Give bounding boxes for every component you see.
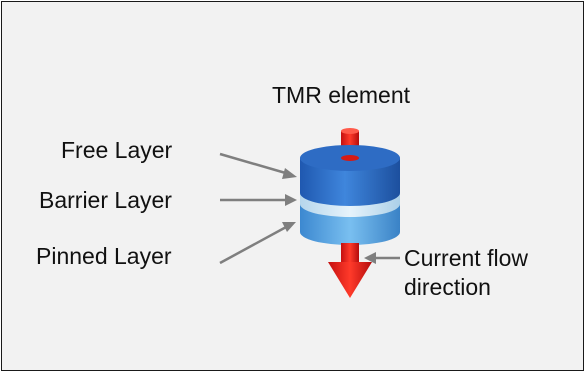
free-layer-label: Free Layer [61, 137, 173, 163]
tmr-cylinder [300, 145, 400, 245]
current-flow-label-line1: Current flow [404, 245, 528, 271]
pointer-arrows [219, 152, 400, 265]
free-layer-shape [300, 158, 400, 206]
diagram-title: TMR element [272, 82, 411, 108]
pinned-layer-label: Pinned Layer [36, 243, 172, 269]
pinned-layer-pointer [219, 224, 289, 265]
barrier-layer-label: Barrier Layer [39, 187, 172, 213]
current-arrow-bottom [328, 243, 372, 298]
current-flow-label-line2: direction [404, 274, 491, 300]
free-layer-pointer [219, 152, 290, 176]
